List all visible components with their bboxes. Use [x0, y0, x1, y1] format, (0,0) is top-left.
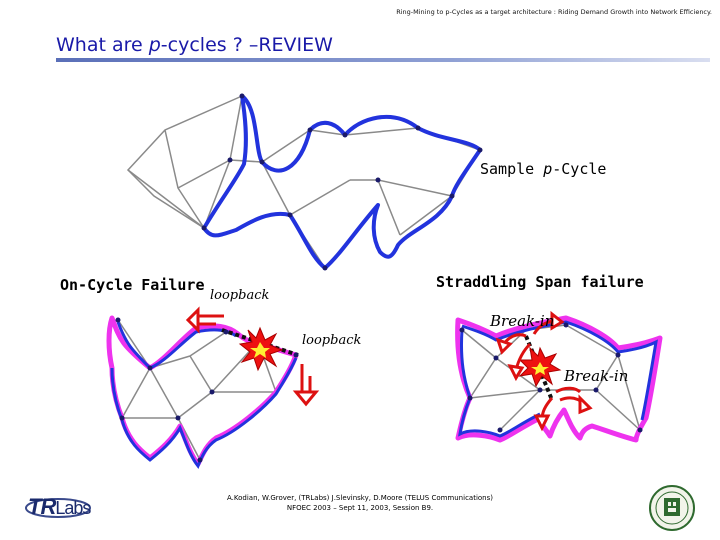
on-cycle-failure-label: On-Cycle Failure: [60, 276, 205, 294]
trlabs-logo: TRLabs: [28, 494, 91, 520]
right-p-cycle-lower: [458, 329, 541, 438]
left-p-cycle-lower: [110, 357, 298, 469]
sample-prefix: Sample: [480, 160, 544, 178]
right-nodes: [459, 322, 643, 433]
footer-line-2: NFOEC 2003 – Sept 11, 2003, Session B9.: [286, 504, 434, 512]
failed-span: [221, 328, 299, 357]
title-rule: [56, 58, 710, 62]
loopback-arrow-icon: [292, 364, 320, 407]
break-in-arrow-icon: [495, 310, 565, 382]
university-crest-icon: [649, 485, 695, 531]
loopback-arrow-icon: [185, 306, 224, 334]
title-suffix: -cycles ? –REVIEW: [160, 34, 333, 56]
sample-p-cycle-label: Sample p-Cycle: [480, 160, 606, 178]
left-p-cycle: [116, 321, 237, 370]
loopback-label: loopback: [302, 333, 362, 348]
right-network: [455, 310, 663, 443]
logo-brand: TR: [28, 494, 56, 519]
sample-suffix: -Cycle: [552, 160, 607, 178]
break-in-arrow-icon: [533, 386, 593, 432]
top-network: [126, 93, 483, 271]
sample-p-cycle: [202, 94, 482, 270]
right-p-cycle: [461, 320, 658, 421]
break-in-label: Break-in: [490, 312, 555, 330]
straddling-span-failure-label: Straddling Span failure: [436, 273, 644, 291]
trlabs-logo-icon: [25, 498, 91, 518]
left-nodes: [115, 317, 299, 463]
logo-suffix: Labs: [55, 498, 91, 518]
top-nodes: [201, 93, 483, 271]
footer-line-1: A.Kodian, W.Grover, (TRLabs) J.Slevinsky…: [227, 494, 493, 502]
slide-title: What are p-cycles ? –REVIEW: [56, 34, 333, 56]
straddling-span: [524, 335, 554, 401]
left-network: [106, 306, 320, 469]
break-in-label: Break-in: [564, 367, 629, 385]
sample-italic: p: [543, 160, 553, 178]
running-title: Ring-Mining to p-Cycles as a target arch…: [396, 8, 712, 16]
title-italic: p: [148, 34, 161, 56]
footer-credits: A.Kodian, W.Grover, (TRLabs) J.Slevinsky…: [160, 493, 560, 513]
loopback-label: loopback: [210, 288, 270, 303]
right-protection-cycle: [455, 315, 663, 443]
title-prefix: What are: [56, 34, 149, 56]
